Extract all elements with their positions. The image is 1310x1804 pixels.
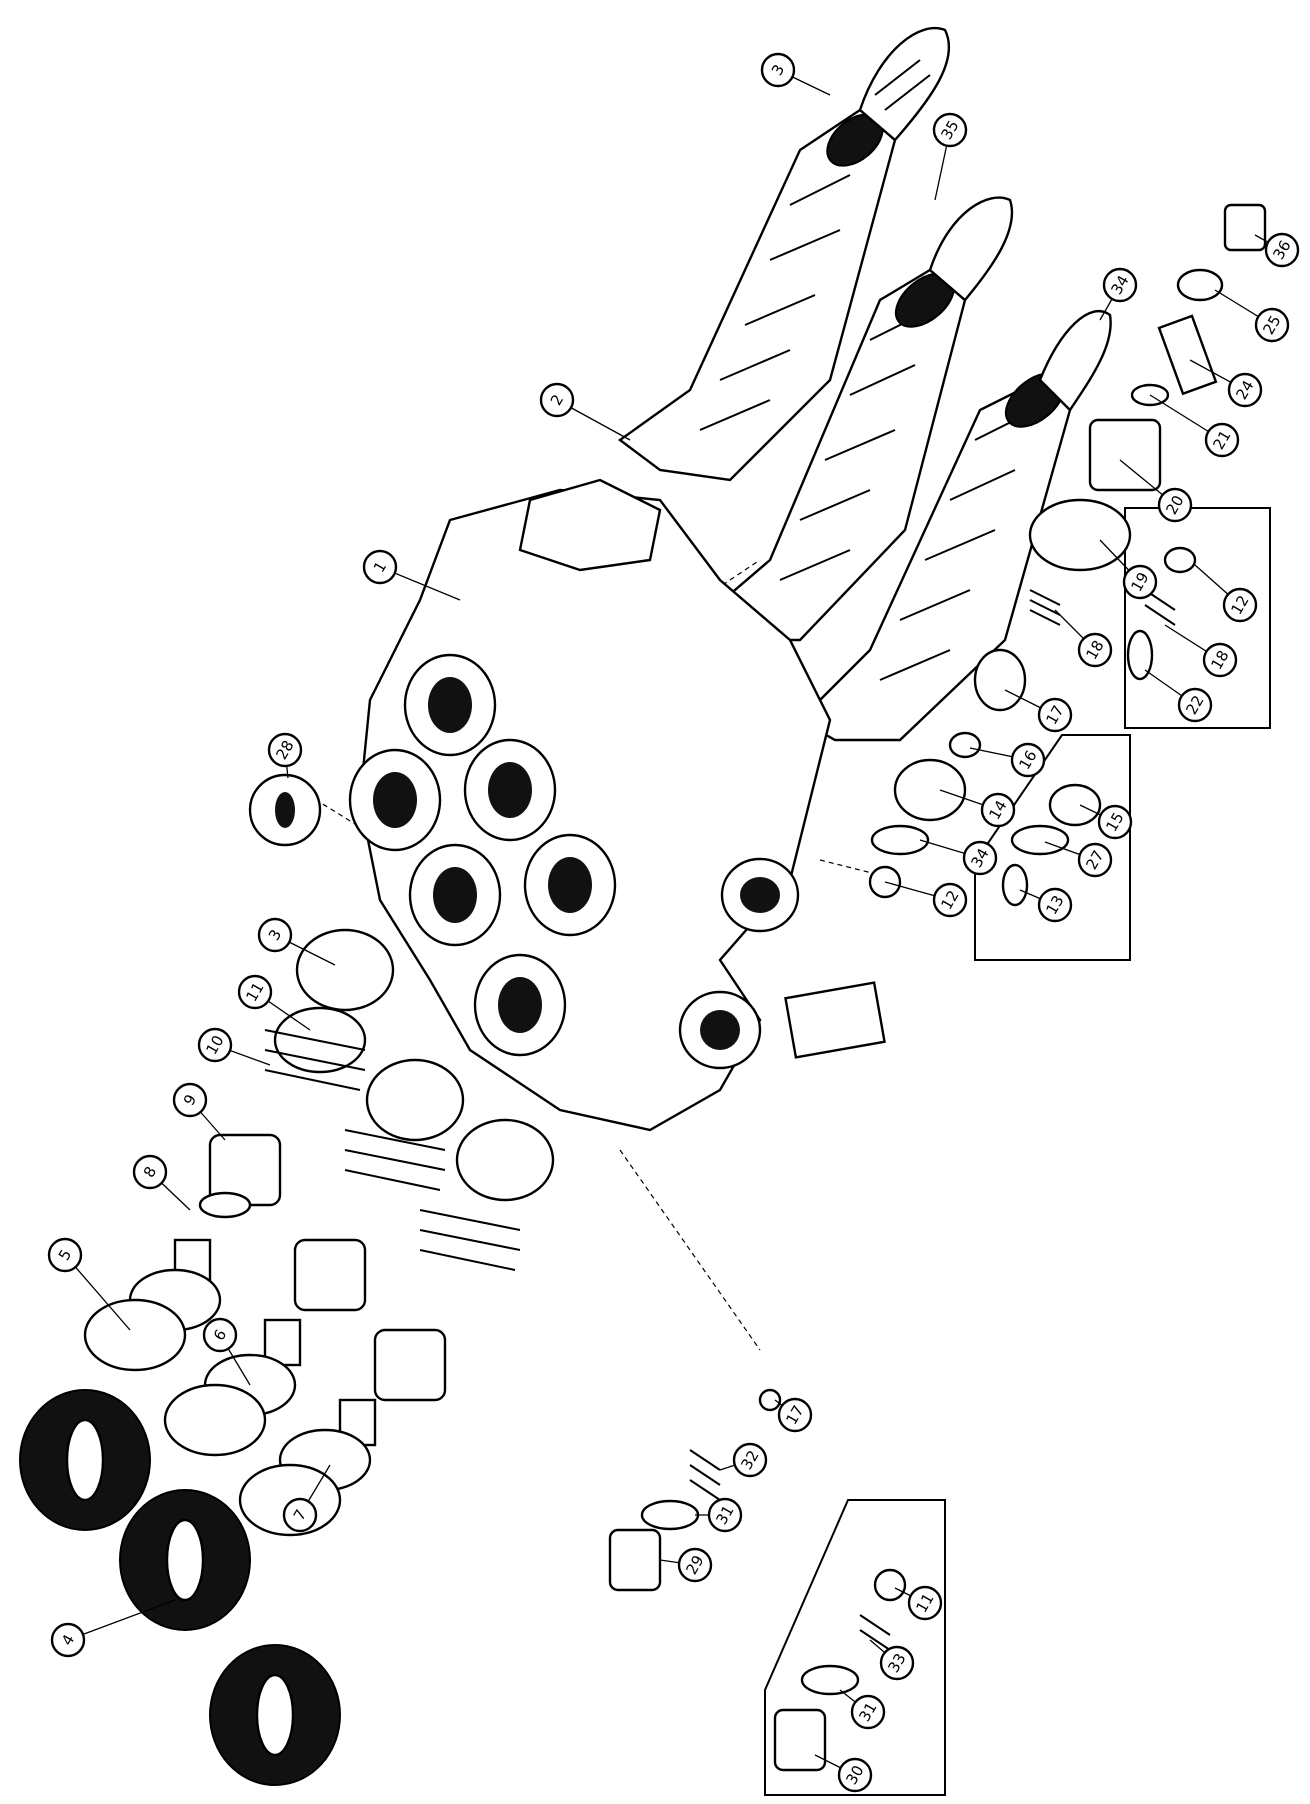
callout-circle <box>1227 372 1263 408</box>
callout-c-9: 9 <box>172 1082 208 1118</box>
callout-circle <box>1202 642 1238 678</box>
callout-circle <box>732 1442 768 1478</box>
callout-circle <box>202 1317 238 1353</box>
callout-circle <box>132 1154 168 1190</box>
callout-circle <box>1097 804 1133 840</box>
callout-c-11: 11 <box>237 974 273 1010</box>
callout-circle <box>362 549 398 585</box>
callout-circle <box>257 917 293 953</box>
callout-c-20: 20 <box>1157 487 1193 523</box>
callout-circle <box>677 1547 713 1583</box>
callout-c-33: 33 <box>879 1645 915 1681</box>
callout-c-6: 6 <box>202 1317 238 1353</box>
callout-c-12: 12 <box>932 882 968 918</box>
callout-circle <box>1122 564 1158 600</box>
callout-circle <box>237 974 273 1010</box>
callout-circle <box>980 792 1016 828</box>
callout-circle <box>1177 687 1213 723</box>
callout-circle <box>1102 267 1138 303</box>
inset-box-right-middle <box>974 734 1131 961</box>
spool-assembly-lower <box>798 309 1112 742</box>
callout-circle <box>907 1585 943 1621</box>
callout-c-31-box: 31 <box>850 1694 886 1730</box>
callout-c-15: 15 <box>1097 804 1133 840</box>
spool-assembly-top <box>617 27 951 482</box>
callout-c-36: 36 <box>1264 232 1300 268</box>
callout-c-2: 2 <box>539 382 575 418</box>
relief-valve-parts <box>868 203 1267 907</box>
callout-circle <box>1254 307 1290 343</box>
callout-c-30: 30 <box>837 1757 873 1793</box>
callout-circle <box>932 112 968 148</box>
spool-assembly-middle <box>697 196 1013 642</box>
callout-c-12-box: 12 <box>1222 587 1258 623</box>
check-valve-parts <box>248 773 907 1772</box>
callout-circle <box>1037 887 1073 923</box>
callout-c-3-left: 3 <box>257 917 293 953</box>
callout-circle <box>197 1027 233 1063</box>
callout-circle <box>1077 632 1113 668</box>
callout-c-21: 21 <box>1204 422 1240 458</box>
callout-circle <box>1157 487 1193 523</box>
callout-c-4: 4 <box>50 1622 86 1658</box>
callout-c-22: 22 <box>1177 687 1213 723</box>
callout-circle <box>282 1497 318 1533</box>
callout-circle <box>172 1082 208 1118</box>
callout-circle <box>1037 697 1073 733</box>
callout-circle <box>760 52 796 88</box>
callout-circle <box>47 1237 83 1273</box>
callout-circle <box>962 840 998 876</box>
callout-circle <box>1010 742 1046 778</box>
callout-c-28: 28 <box>267 732 303 768</box>
callout-c-16: 16 <box>1010 742 1046 778</box>
callout-circle <box>879 1645 915 1681</box>
callout-c-13: 13 <box>1037 887 1073 923</box>
callout-circle <box>837 1757 873 1793</box>
callout-c-10: 10 <box>197 1027 233 1063</box>
leader-line-c-4 <box>67 1599 176 1641</box>
callout-c-3-top: 3 <box>760 52 796 88</box>
callout-c-18-box: 18 <box>1202 642 1238 678</box>
callout-c-31: 31 <box>707 1497 743 1533</box>
callout-circle <box>707 1497 743 1533</box>
callout-c-27: 27 <box>1077 842 1113 878</box>
callout-c-11-box: 11 <box>907 1585 943 1621</box>
inset-box-right-upper <box>1124 507 1271 729</box>
callout-circle <box>932 882 968 918</box>
valve-body <box>358 478 886 1132</box>
inset-box-bottom-right <box>764 1499 946 1796</box>
callout-c-17-mid: 17 <box>1037 697 1073 733</box>
callout-c-34-ring: 34 <box>962 840 998 876</box>
callout-circle <box>267 732 303 768</box>
callout-c-8: 8 <box>132 1154 168 1190</box>
callout-c-24: 24 <box>1227 372 1263 408</box>
callout-circle <box>50 1622 86 1658</box>
callout-c-34-top: 34 <box>1102 267 1138 303</box>
callout-circle <box>539 382 575 418</box>
caps <box>19 1389 341 1786</box>
callout-c-17-low: 17 <box>777 1397 813 1433</box>
callout-c-14: 14 <box>980 792 1016 828</box>
callout-circle <box>1204 422 1240 458</box>
callout-c-25: 25 <box>1254 307 1290 343</box>
callout-c-1: 1 <box>362 549 398 585</box>
callout-circle <box>777 1397 813 1433</box>
callout-circle <box>1077 842 1113 878</box>
callout-c-18: 18 <box>1077 632 1113 668</box>
callout-c-32: 32 <box>732 1442 768 1478</box>
callout-circle <box>850 1694 886 1730</box>
callout-circle <box>1222 587 1258 623</box>
callout-c-35-top: 35 <box>932 112 968 148</box>
callout-c-5: 5 <box>47 1237 83 1273</box>
callout-c-7: 7 <box>282 1497 318 1533</box>
port-openings <box>348 653 800 1070</box>
callout-c-19: 19 <box>1122 564 1158 600</box>
callout-circle <box>1264 232 1300 268</box>
callout-c-29: 29 <box>677 1547 713 1583</box>
